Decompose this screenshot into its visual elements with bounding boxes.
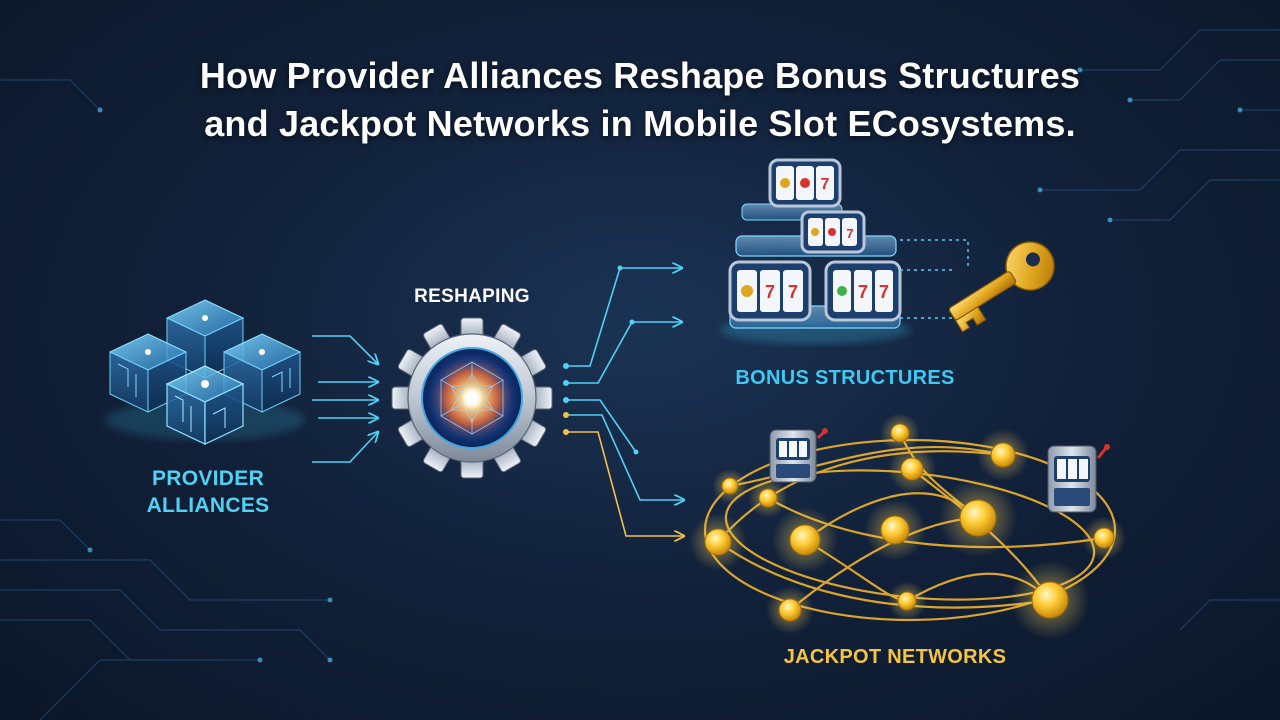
svg-text:7: 7 — [788, 282, 798, 302]
svg-text:7: 7 — [821, 176, 830, 193]
provider-alliances-label: PROVIDER ALLIANCES — [108, 465, 308, 519]
slot-machine-right-icon — [1047, 444, 1110, 513]
title-line-1: How Provider Alliances Reshape Bonus Str… — [199, 55, 1081, 96]
jackpot-node — [990, 442, 1016, 468]
jackpot-node — [1093, 527, 1115, 549]
svg-text:7: 7 — [858, 282, 868, 302]
background-circuit-traces — [0, 29, 1280, 720]
jackpot-node — [1031, 581, 1069, 619]
title-line-2: and Jackpot Networks in Mobile Slot ECos… — [204, 103, 1076, 144]
gear-icon — [391, 317, 553, 479]
provider-label-line-1: PROVIDER — [151, 467, 265, 490]
jackpot-node — [959, 499, 997, 537]
golden-network-icon — [689, 413, 1126, 640]
svg-text:7: 7 — [879, 282, 889, 302]
input-arrows — [312, 335, 378, 463]
bonus-structures-label: BONUS STRUCTURES — [735, 367, 955, 389]
cube-cluster-icon — [105, 299, 305, 445]
jackpot-node — [704, 528, 732, 556]
output-arrows-bonus — [566, 268, 682, 453]
jackpot-node — [778, 598, 802, 622]
jackpot-node — [789, 524, 821, 556]
jackpot-node — [880, 515, 910, 545]
jackpot-node — [758, 488, 778, 508]
provider-label-line-2: ALLIANCES — [146, 494, 270, 517]
reshaping-label: RESHAPING — [414, 286, 530, 307]
svg-text:7: 7 — [846, 226, 853, 241]
jackpot-node — [890, 423, 910, 443]
slot-machine-left-icon — [769, 428, 828, 483]
jackpot-node — [900, 457, 924, 481]
output-arrows-jackpot — [566, 414, 684, 500]
slot-reel-stack-icon: 7 7 7 7 7 7 — [720, 158, 910, 344]
key-icon — [948, 241, 1055, 333]
jackpot-node — [897, 591, 917, 611]
svg-text:7: 7 — [765, 282, 775, 302]
jackpot-node — [721, 477, 739, 495]
jackpot-networks-label: JACKPOT NETWORKS — [783, 646, 1007, 668]
page-title: How Provider Alliances Reshape Bonus Str… — [0, 52, 1280, 148]
